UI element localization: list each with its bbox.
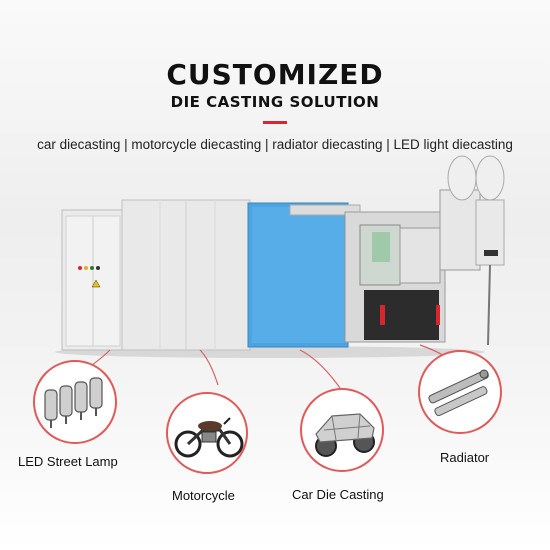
motorcycle-image [166, 392, 248, 474]
car-die-casting-image [300, 388, 384, 472]
car-chassis-icon [315, 413, 375, 457]
page-subtitle: DIE CASTING SOLUTION [170, 93, 380, 111]
radiator-image [418, 350, 502, 434]
led-street-lamp-label: LED Street Lamp [18, 454, 118, 469]
car-die-casting-label: Car Die Casting [292, 487, 384, 502]
street-lamp-icon [44, 377, 103, 428]
title-underline [263, 121, 287, 124]
motorcycle-label: Motorcycle [172, 488, 235, 503]
radiator-icon [428, 369, 489, 417]
category-list: car diecasting | motorcycle diecasting |… [37, 137, 513, 152]
page-title: CUSTOMIZED [166, 58, 384, 91]
led-street-lamp-image [33, 360, 117, 444]
radiator-label: Radiator [440, 450, 490, 465]
motorcycle-icon [174, 417, 244, 458]
